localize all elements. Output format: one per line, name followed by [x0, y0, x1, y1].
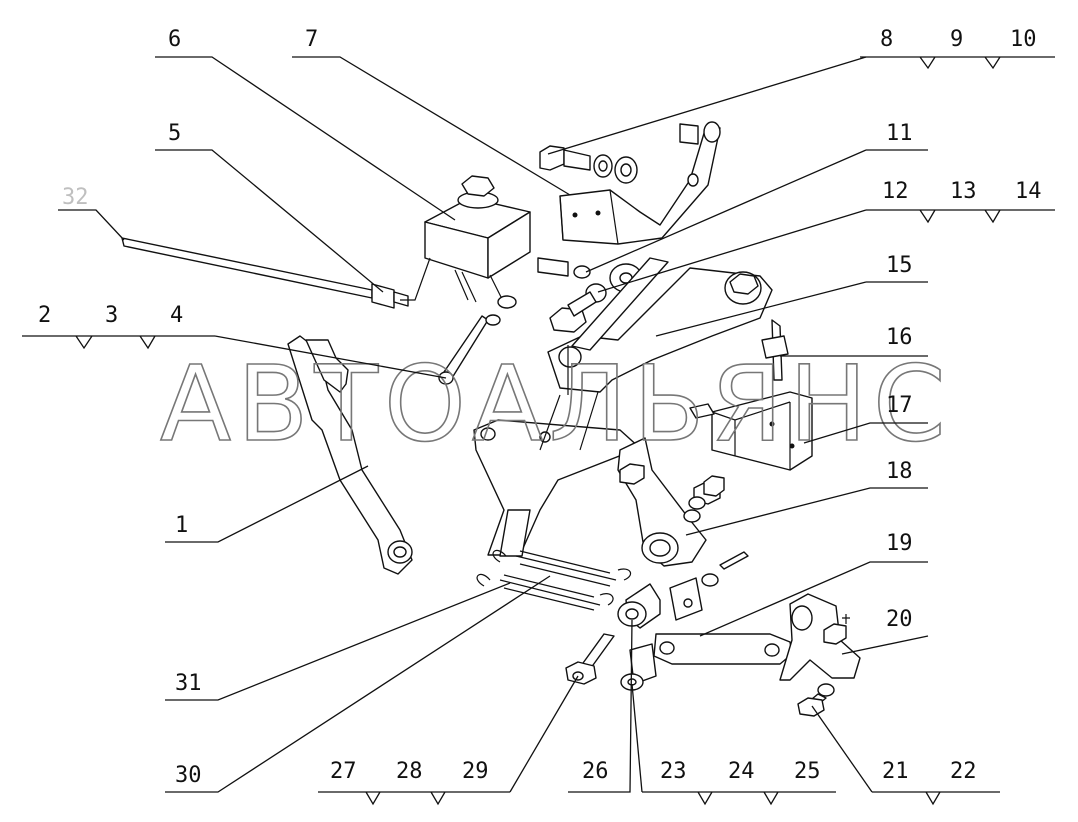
- callout-4: 4: [170, 303, 183, 328]
- callout-28: 28: [396, 759, 423, 784]
- callout-labels: 1 2 3 4 5 6 7 8 9 10 11 12 13 14 15 16 1…: [38, 27, 1042, 788]
- callout-17: 17: [886, 393, 913, 418]
- callout-20: 20: [886, 607, 913, 632]
- part-pin-with-washers: [539, 121, 721, 184]
- part-springs: [476, 549, 632, 611]
- part-solenoid-valve: [400, 175, 531, 306]
- callout-29: 29: [462, 759, 489, 784]
- callout-9: 9: [950, 27, 963, 52]
- part-cotter-pin: [701, 551, 749, 587]
- callout-18: 18: [886, 459, 913, 484]
- part-main-bracket: [547, 257, 773, 395]
- watermark: АВТОАЛЬЯНС: [160, 343, 952, 465]
- part-elbow-fitting: [761, 319, 789, 381]
- part-rod: [121, 237, 409, 309]
- part-small-lever: [779, 593, 861, 681]
- part-lever-arm: [617, 437, 721, 567]
- callout-25: 25: [794, 759, 821, 784]
- callout-7: 7: [305, 27, 318, 52]
- part-angle-bracket: [559, 127, 721, 245]
- callout-27: 27: [330, 759, 357, 784]
- callout-32: 32: [62, 185, 89, 210]
- callout-31: 31: [175, 671, 202, 696]
- callout-6: 6: [168, 27, 181, 52]
- part-long-lever: [287, 335, 413, 575]
- part-lower-plate: [473, 391, 641, 557]
- callout-19: 19: [886, 531, 913, 556]
- callout-14: 14: [1015, 179, 1042, 204]
- part-spacer: [620, 643, 657, 691]
- part-link-bar: [653, 633, 793, 665]
- callout-13: 13: [950, 179, 977, 204]
- part-cylinder-block: [689, 391, 813, 471]
- callout-8: 8: [880, 27, 893, 52]
- callout-1: 1: [175, 513, 188, 538]
- callout-21: 21: [882, 759, 909, 784]
- callout-12: 12: [882, 179, 909, 204]
- part-hex-bolt: [565, 633, 615, 685]
- part-nut-and-washers: [688, 475, 725, 510]
- callout-16: 16: [886, 325, 913, 350]
- part-bushing: [617, 577, 703, 629]
- callout-5: 5: [168, 121, 181, 146]
- callout-26: 26: [582, 759, 609, 784]
- callout-23: 23: [660, 759, 687, 784]
- callout-30: 30: [175, 763, 202, 788]
- leader-lines: [22, 56, 1055, 806]
- callout-2: 2: [38, 303, 51, 328]
- callout-3: 3: [105, 303, 118, 328]
- callout-10: 10: [1010, 27, 1037, 52]
- callout-22: 22: [950, 759, 977, 784]
- callout-24: 24: [728, 759, 755, 784]
- callout-15: 15: [886, 253, 913, 278]
- callout-11: 11: [886, 121, 913, 146]
